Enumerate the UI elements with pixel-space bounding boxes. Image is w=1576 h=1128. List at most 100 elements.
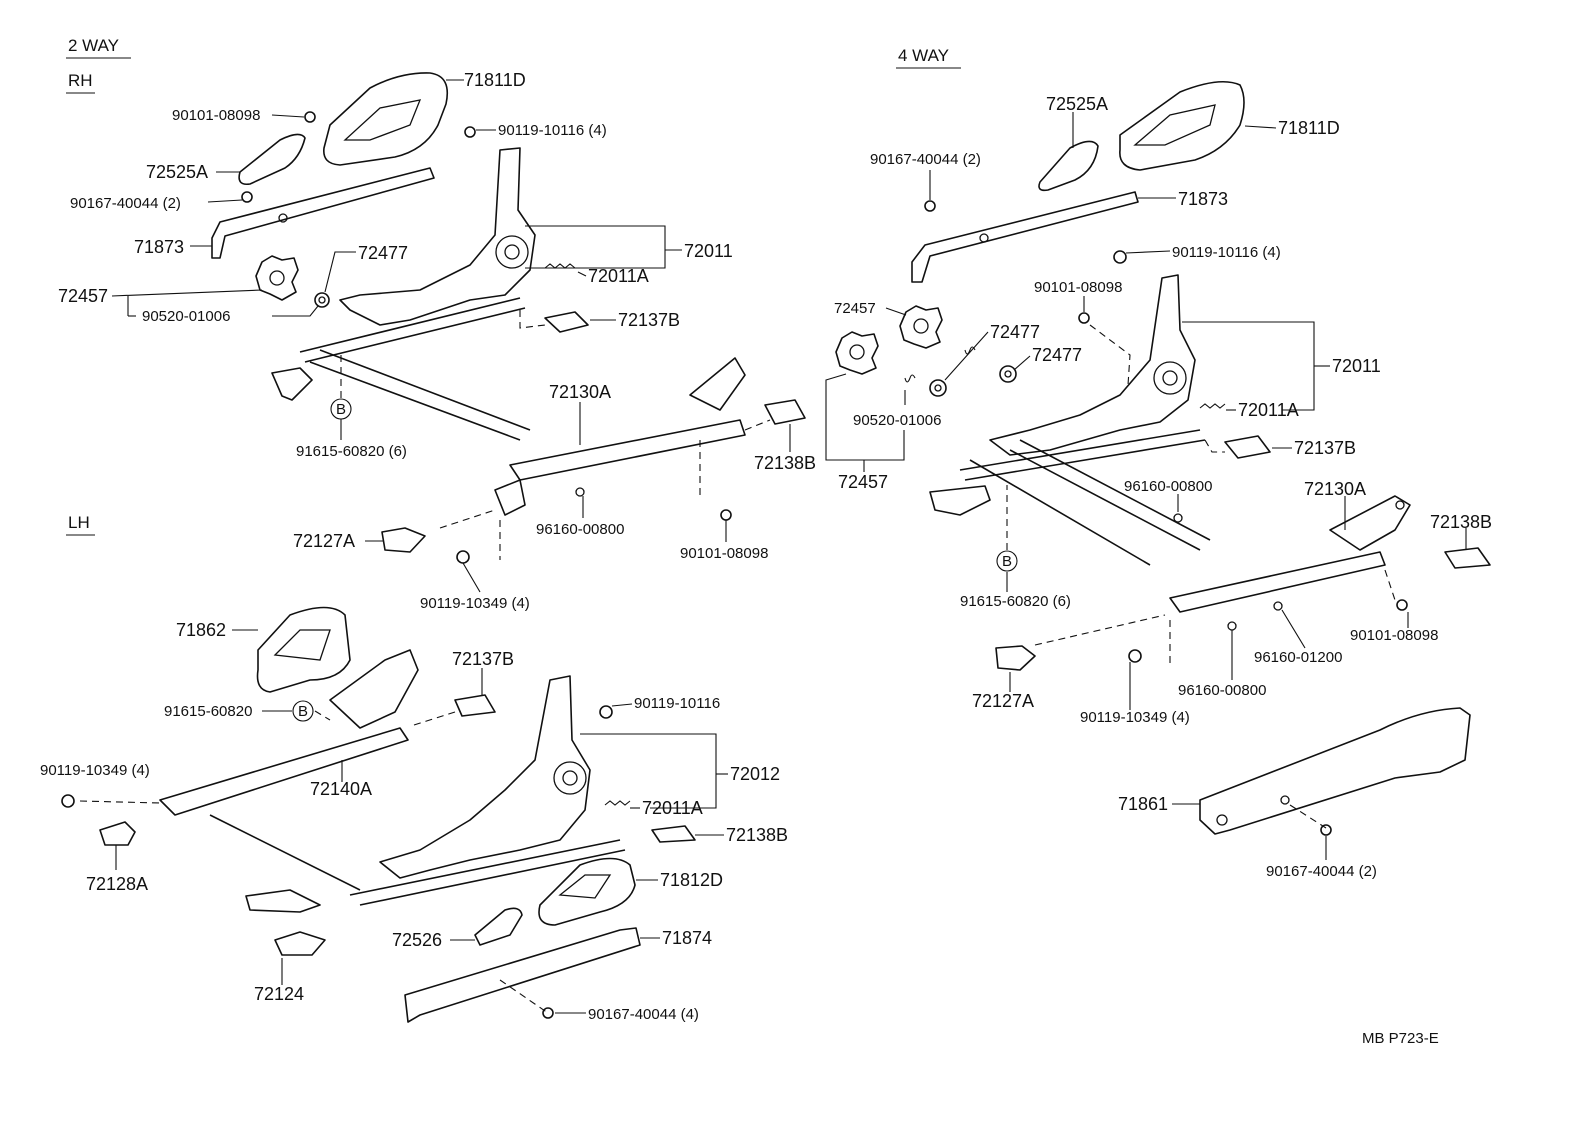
label-4way-90167-40044: 90167-40044 (2) — [870, 151, 981, 168]
knob-72457 — [255, 255, 299, 301]
cover-71873 — [211, 167, 435, 259]
handle-lh — [245, 889, 321, 913]
bolt-90119-10116 — [464, 126, 476, 138]
label-4way-90520-01006: 90520-01006 — [853, 412, 941, 429]
cover-71812d — [538, 857, 636, 926]
label-4way-71811d: 71811D — [1278, 118, 1340, 138]
label-rh-90167-40044: 90167-40044 (2) — [70, 195, 181, 212]
label-4way-90101-08098-b: 90101-08098 — [1350, 627, 1438, 644]
label-4way-96160-00800-b: 96160-00800 — [1178, 682, 1266, 699]
heading-rh: RH — [68, 71, 93, 90]
lh-2way-callouts: 71862 72137B 91615-60820 90119-10116 901… — [40, 620, 788, 1023]
label-lh-71812d: 71812D — [660, 870, 723, 890]
cover-71861 — [1199, 707, 1471, 835]
label-rh-72525a: 72525A — [146, 162, 208, 182]
label-4way-72525a: 72525A — [1046, 94, 1108, 114]
label-rh-72477: 72477 — [358, 243, 408, 263]
recliner-72011 — [339, 147, 536, 326]
screw-90167-40044-lh — [542, 1007, 554, 1019]
bolt-90119-10116-4way — [1113, 250, 1127, 264]
bolt-90119-10116-lh — [599, 705, 613, 719]
heading-lh: LH — [68, 513, 90, 532]
label-4way-72477-b: 72477 — [1032, 345, 1082, 365]
label-rh-72137b: 72137B — [618, 310, 680, 330]
track-72140a — [159, 727, 409, 816]
symbol-b-rh: B — [336, 401, 346, 418]
label-lh-72124: 72124 — [254, 984, 304, 1004]
label-lh-71862: 71862 — [176, 620, 226, 640]
label-lh-72012: 72012 — [730, 764, 780, 784]
screw-90167-40044 — [241, 191, 253, 203]
cover-72138b — [764, 399, 806, 425]
label-rh-90101-08098: 90101-08098 — [172, 107, 260, 124]
cover-72137b — [544, 311, 589, 333]
label-4way-72011: 72011 — [1332, 356, 1381, 376]
label-4way-91615-60820: 91615-60820 (6) — [960, 593, 1071, 610]
cover-71873-4way — [911, 191, 1139, 283]
heading-4-way: 4 WAY — [898, 46, 949, 65]
cover-72127a-4way — [995, 645, 1036, 671]
label-4way-90167-40044-b: 90167-40044 (2) — [1266, 863, 1377, 880]
rh-2way-callouts: 71811D 90101-08098 90119-10116 (4) 72525… — [58, 70, 816, 612]
rh-2way-assembly: B — [111, 72, 806, 593]
label-rh-96160-00800: 96160-00800 — [536, 521, 624, 538]
section-headings: 2 WAY RH LH 4 WAY — [66, 36, 961, 536]
seat-cover-71811d — [323, 72, 449, 166]
label-rh-72138b: 72138B — [754, 453, 816, 473]
label-4way-72457-b: 72457 — [838, 472, 888, 492]
label-4way-96160-00800: 96160-00800 — [1124, 478, 1212, 495]
label-4way-72457: 72457 — [834, 300, 876, 317]
knob-72457-4way-a — [899, 305, 943, 349]
label-4way-90119-10349: 90119-10349 (4) — [1080, 709, 1190, 726]
recliner-72011-4way — [989, 274, 1196, 456]
seat-cover-71811d-4way — [1119, 80, 1245, 171]
label-4way-90119-10116: 90119-10116 (4) — [1172, 244, 1281, 261]
label-rh-72011: 72011 — [684, 241, 733, 261]
washer-72477-4way-a — [929, 379, 947, 397]
label-rh-90119-10349: 90119-10349 (4) — [420, 595, 530, 612]
bolt-90101-08098-b — [720, 509, 732, 521]
pad-71862 — [256, 606, 351, 693]
trim-72526 — [474, 907, 523, 946]
bolt-90119-10349-lh — [61, 794, 75, 808]
label-rh-72457: 72457 — [58, 286, 108, 306]
lh-2way-assembly: B — [61, 606, 728, 1023]
handle-4way — [929, 485, 991, 516]
bolt-90101-08098-4way — [1078, 312, 1090, 324]
bolt-90101-08098-4way-b — [1396, 599, 1408, 611]
label-4way-72127a: 72127A — [972, 691, 1034, 711]
diagram-code: MB P723-E — [1362, 1030, 1439, 1047]
cover-72137b-lh — [454, 694, 496, 717]
label-rh-90119-10116: 90119-10116 (4) — [498, 122, 607, 139]
label-4way-72138b: 72138B — [1430, 512, 1492, 532]
label-lh-90119-10349: 90119-10349 (4) — [40, 762, 150, 779]
screw-90167-40044-4way-b — [1320, 824, 1332, 836]
four-way-assembly: B — [825, 80, 1491, 860]
label-4way-72011a: 72011A — [1238, 400, 1299, 420]
label-rh-72127a: 72127A — [293, 531, 355, 551]
label-4way-72137b: 72137B — [1294, 438, 1356, 458]
cover-72138b-4way — [1444, 547, 1491, 569]
label-rh-72130a: 72130A — [549, 382, 611, 402]
heading-2-way: 2 WAY — [68, 36, 119, 55]
label-lh-72138b: 72138B — [726, 825, 788, 845]
label-lh-72128a: 72128A — [86, 874, 148, 894]
track-72130a-4way — [1169, 551, 1386, 613]
label-lh-91615-60820: 91615-60820 — [164, 703, 252, 720]
label-4way-72130a: 72130A — [1304, 479, 1366, 499]
label-lh-72526: 72526 — [392, 930, 442, 950]
washer-72477 — [314, 292, 330, 308]
label-rh-71873: 71873 — [134, 237, 184, 257]
label-4way-96160-01200: 96160-01200 — [1254, 649, 1342, 666]
label-rh-72011a: 72011A — [588, 266, 649, 286]
label-lh-72011a: 72011A — [642, 798, 703, 818]
label-lh-72140a: 72140A — [310, 779, 372, 799]
label-rh-90101-08098-b: 90101-08098 — [680, 545, 768, 562]
label-rh-91615-60820: 91615-60820 (6) — [296, 443, 407, 460]
cover-72137b-4way — [1224, 435, 1271, 459]
handle-rh — [271, 367, 313, 401]
knob-72457-4way-b — [835, 331, 879, 375]
cover-72128a — [99, 821, 136, 846]
bolt-90119-10349-4way — [1128, 649, 1142, 663]
